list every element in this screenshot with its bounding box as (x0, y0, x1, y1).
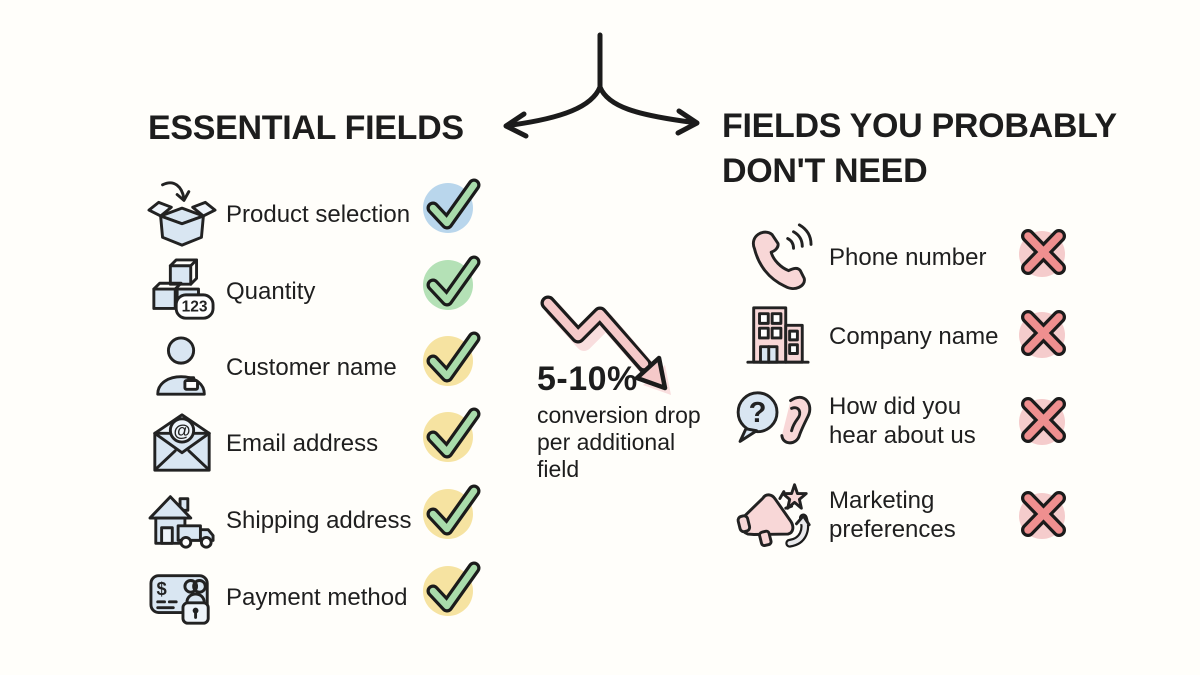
field-label: Company name (829, 322, 999, 350)
shipping-house-truck-icon (138, 487, 226, 553)
unneeded-row-company: Company name (725, 294, 1105, 378)
svg-text:@: @ (173, 421, 190, 441)
question-ear-icon: ? (725, 387, 829, 455)
x-badge (1015, 304, 1073, 362)
payment-card-lock-icon: $ (138, 564, 226, 630)
customer-person-icon (138, 334, 226, 400)
x-badge (1015, 485, 1073, 543)
unneeded-row-phone: Phone number (725, 215, 1105, 299)
check-badge (420, 253, 482, 313)
conversion-description: conversion drop per additional field (537, 402, 701, 482)
svg-text:?: ? (749, 397, 767, 429)
unneeded-row-marketing: Marketing preferences (725, 473, 1105, 557)
check-badge (420, 329, 482, 389)
field-label: Payment method (226, 583, 408, 611)
arrowhead-left-icon (503, 111, 529, 139)
field-label: Marketing preferences (829, 487, 956, 543)
product-box-icon (138, 175, 226, 253)
arrowhead-right-icon (675, 108, 700, 136)
company-building-icon (725, 302, 829, 370)
field-label: Customer name (226, 353, 397, 381)
check-badge (420, 559, 482, 619)
essential-row-payment: $ Payment method (138, 557, 498, 637)
email-envelope-icon: @ (138, 410, 226, 476)
field-label: Shipping address (226, 506, 412, 534)
svg-text:$: $ (156, 578, 166, 599)
conversion-callout: 5-10% conversion drop per additional fie… (537, 360, 717, 483)
check-badge (420, 176, 482, 236)
unneeded-fields-heading: FIELDS YOU PROBABLY DON'T NEED (722, 107, 1117, 190)
essential-row-customer: Customer name (138, 327, 498, 407)
essential-row-product: Product selection (138, 174, 498, 254)
phone-icon (725, 222, 829, 292)
x-badge (1015, 391, 1073, 449)
check-badge (420, 405, 482, 465)
split-arrow (503, 32, 700, 139)
svg-text:123: 123 (182, 298, 208, 315)
field-label: How did you hear about us (829, 393, 976, 449)
conversion-stat: 5-10% (537, 360, 638, 398)
conversion-drop-arrow-icon (540, 295, 671, 395)
quantity-boxes-icon: 123 (138, 258, 226, 324)
essential-fields-heading: ESSENTIAL FIELDS (148, 109, 464, 147)
essential-row-email: @ Email address (138, 403, 498, 483)
megaphone-icon (725, 477, 829, 553)
essential-row-quantity: 123 Quantity (138, 251, 498, 331)
field-label: Quantity (226, 277, 316, 305)
field-label: Phone number (829, 243, 987, 271)
field-label: Email address (226, 429, 379, 457)
essential-row-shipping: Shipping address (138, 480, 498, 560)
field-label: Product selection (226, 200, 411, 228)
x-badge (1015, 223, 1073, 281)
unneeded-row-hear-about: ? How did you hear about us (725, 379, 1105, 463)
check-badge (420, 482, 482, 542)
